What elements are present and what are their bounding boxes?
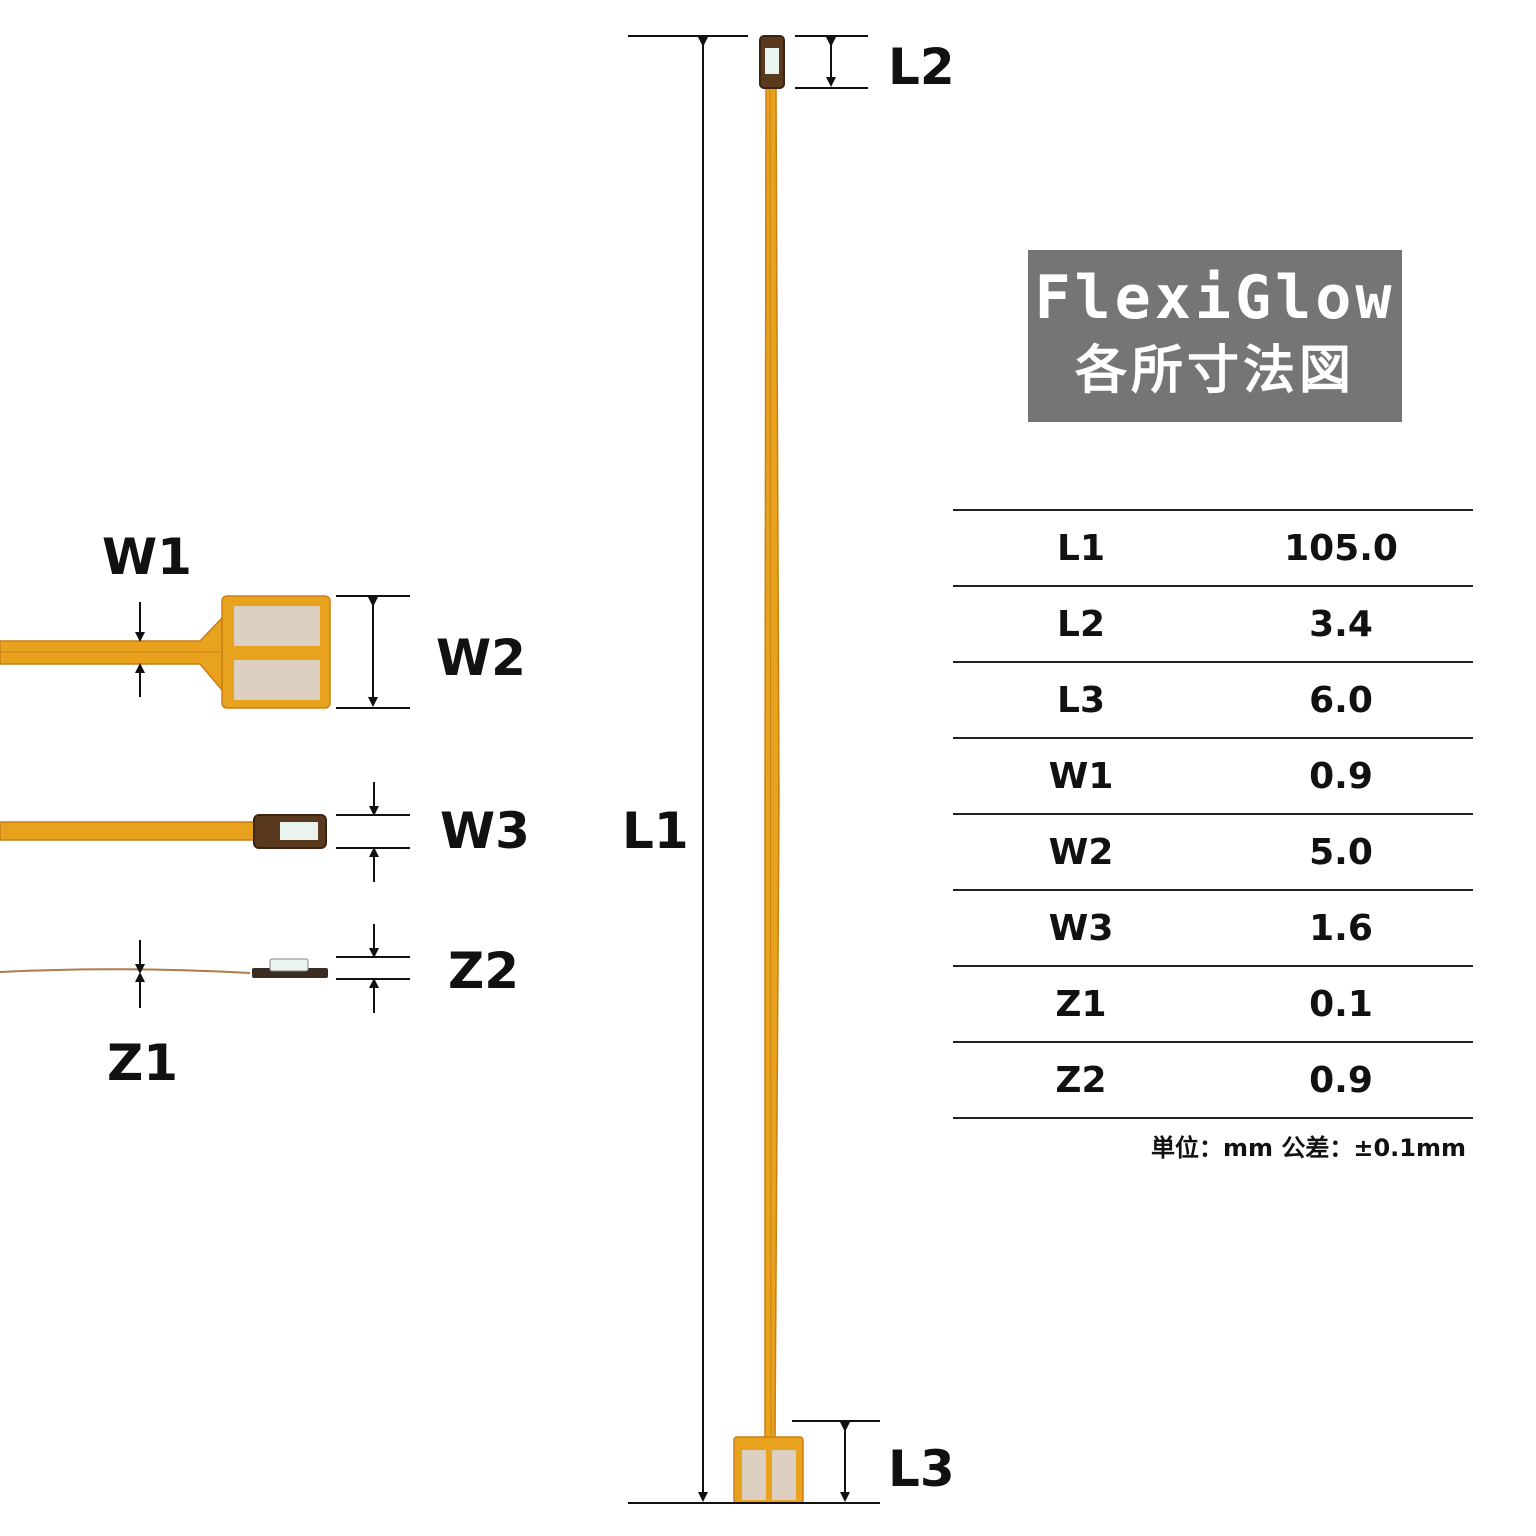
dim-W2 bbox=[336, 595, 410, 709]
dim-value: 6.0 bbox=[1209, 662, 1473, 739]
dim-key: Z1 bbox=[953, 966, 1209, 1043]
dim-key: Z2 bbox=[953, 1042, 1209, 1119]
label-L1: L1 bbox=[622, 802, 689, 860]
dim-L1 bbox=[628, 35, 880, 1504]
dim-key: L3 bbox=[953, 662, 1209, 739]
label-W2: W2 bbox=[436, 629, 526, 687]
dim-L3 bbox=[792, 1420, 880, 1502]
contact-pad-lower bbox=[234, 660, 320, 700]
dim-key: W3 bbox=[953, 890, 1209, 967]
label-W1: W1 bbox=[102, 528, 192, 586]
dim-Z2 bbox=[336, 924, 410, 1013]
dim-key: W1 bbox=[953, 738, 1209, 815]
dim-L2 bbox=[795, 35, 868, 89]
label-Z1: Z1 bbox=[107, 1034, 178, 1092]
dim-W3 bbox=[336, 782, 410, 882]
dim-key: L2 bbox=[953, 586, 1209, 663]
label-W3: W3 bbox=[440, 802, 530, 860]
dim-value: 1.6 bbox=[1209, 890, 1473, 967]
units-tolerance-note: 単位：mm 公差：±0.1mm bbox=[1150, 1134, 1466, 1162]
connector-detail bbox=[0, 595, 331, 709]
dim-value: 0.9 bbox=[1209, 738, 1473, 815]
dim-key: W2 bbox=[953, 814, 1209, 891]
dim-value: 5.0 bbox=[1209, 814, 1473, 891]
dim-value: 105.0 bbox=[1209, 509, 1473, 587]
dim-key: L1 bbox=[953, 509, 1209, 587]
contact-pad-upper bbox=[234, 606, 320, 646]
product-title: FlexiGlow bbox=[1034, 263, 1396, 333]
led-head-detail bbox=[0, 814, 327, 849]
label-L3: L3 bbox=[888, 1440, 955, 1498]
side-profile-detail bbox=[0, 958, 328, 978]
label-Z2: Z2 bbox=[448, 942, 519, 1000]
strip-trace bbox=[764, 85, 780, 1441]
label-L2: L2 bbox=[888, 38, 955, 96]
flex-strip-vertical bbox=[733, 35, 804, 1504]
dim-value: 0.1 bbox=[1209, 966, 1473, 1043]
diagram-subtitle: 各所寸法図 bbox=[1074, 341, 1355, 401]
dim-value: 3.4 bbox=[1209, 586, 1473, 663]
title-box: FlexiGlow 各所寸法図 bbox=[1028, 250, 1402, 422]
dim-value: 0.9 bbox=[1209, 1042, 1473, 1119]
